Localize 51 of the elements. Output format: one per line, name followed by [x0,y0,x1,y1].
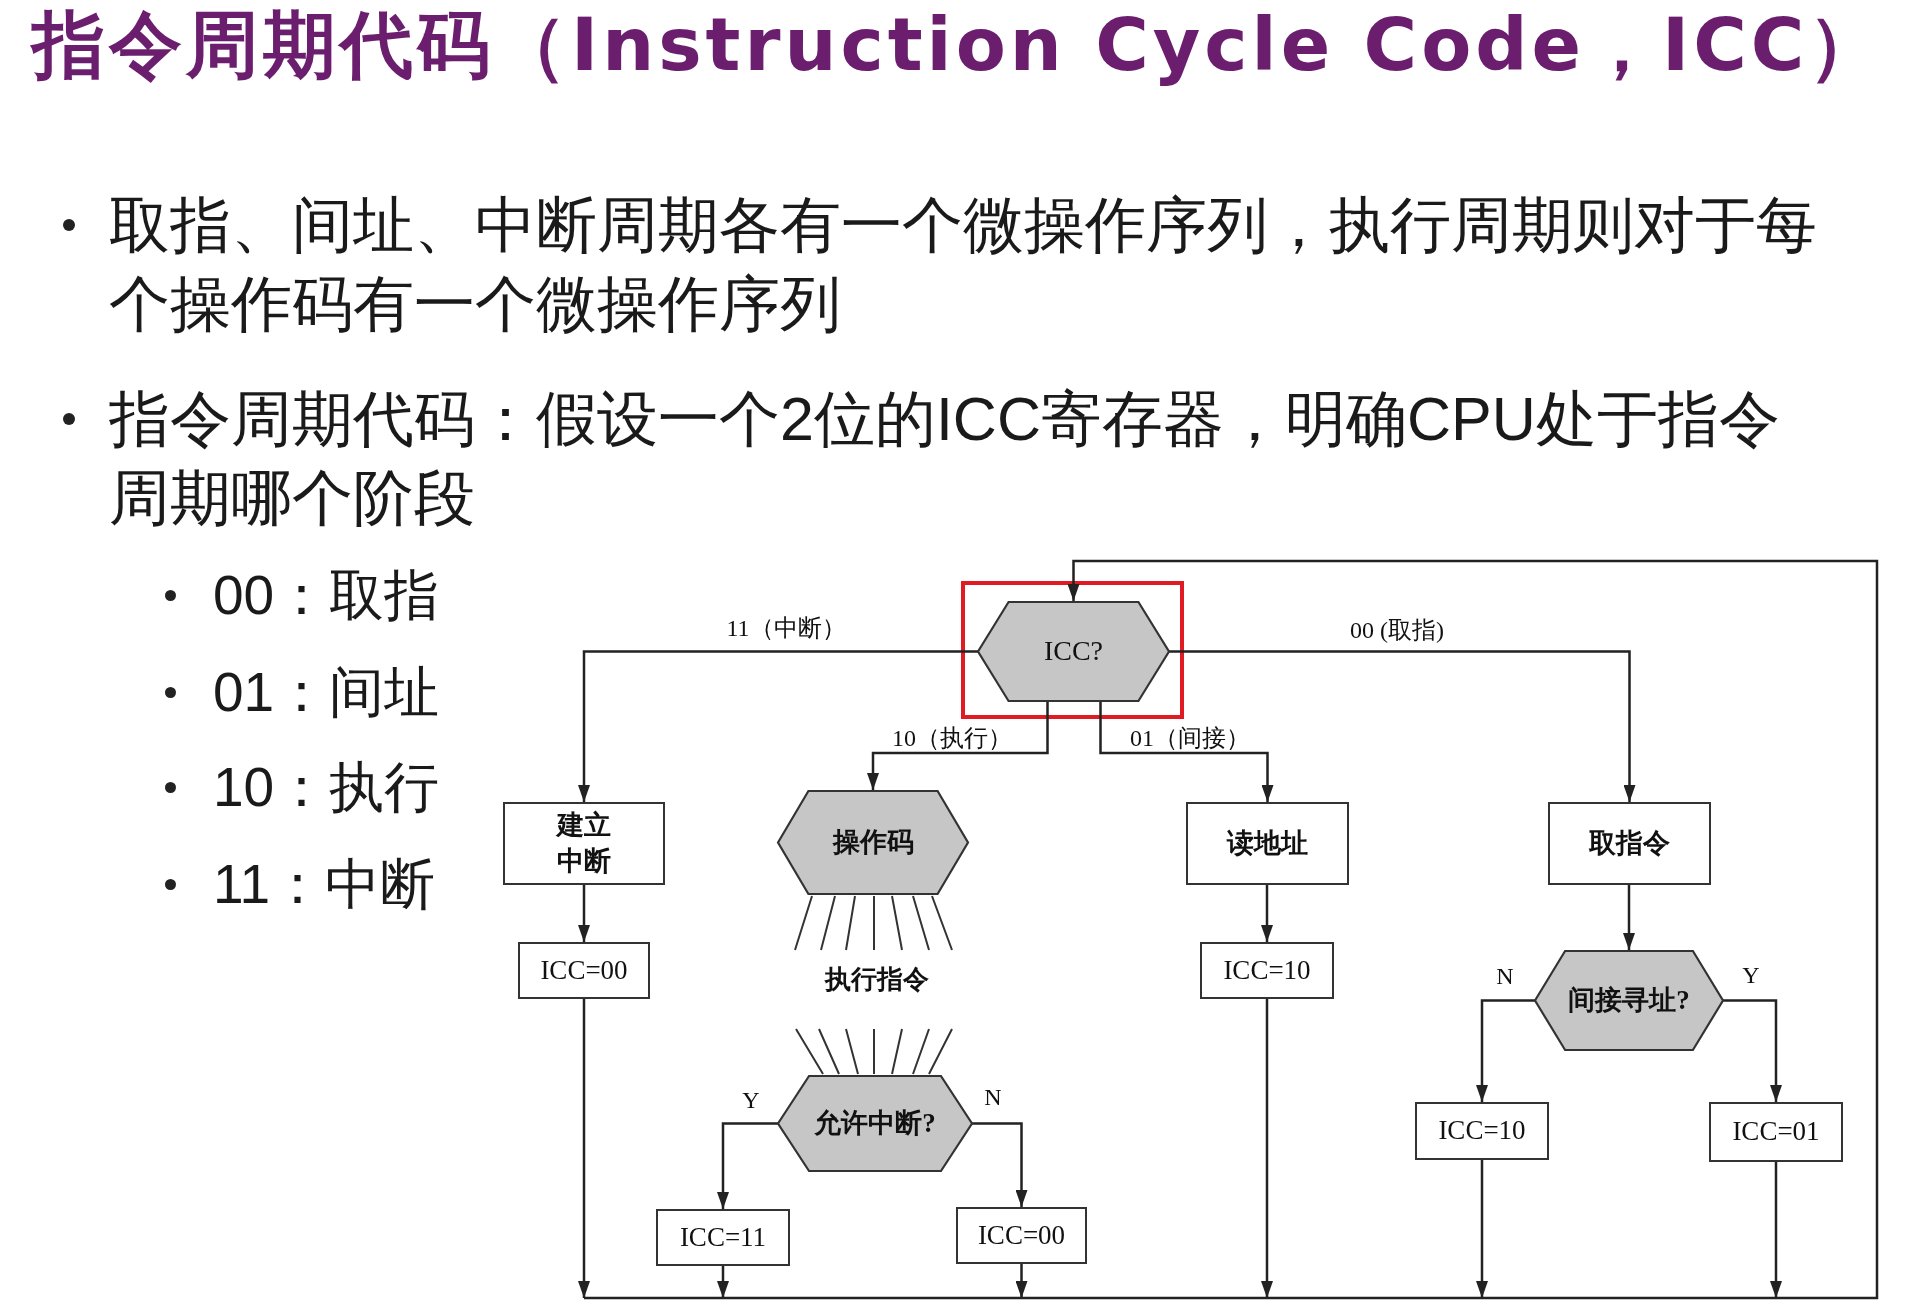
sub-bullet-text: 01：间址 [213,660,440,725]
node-label: 允许中断? [814,1106,936,1140]
connector-arrow [578,999,590,1298]
connector-arrow [1261,999,1273,1298]
node-label: 取指令 [1589,826,1670,860]
bullet-text: 指令周期代码：假设一个2位的ICC寄存器，明确CPU处于指令周期哪个阶段 [109,384,1781,534]
sub-bullet-text: 11：中断 [213,852,436,917]
connector-arrow [717,1122,778,1209]
bullet-text: 取指、间址、中断周期各有一个微操作序列，执行周期则对于每个操作码有一个微操作序列 [109,190,1818,340]
node-label: ICC=10 [1438,1114,1526,1148]
connector-arrow [1770,1162,1782,1298]
connector-arrow [578,885,590,942]
node-label: ICC=00 [977,1218,1066,1252]
connector-arrow [1099,702,1274,802]
node-label: ICC? [1043,634,1104,669]
connector-arrow [1261,885,1273,942]
connector-arrow [578,650,978,802]
node-label: ICC=00 [540,953,628,987]
connector-arrow [1623,885,1635,950]
process-box [1200,942,1334,999]
process-box [656,1209,790,1266]
edge-label: 00 (取指) [1348,617,1446,643]
process-box [1186,802,1349,885]
process-box [1709,1102,1843,1162]
connector-arrow [1476,999,1535,1102]
process-box [1548,802,1711,885]
node-label: ICC=01 [1732,1115,1820,1149]
connector-arrow [972,1122,1028,1207]
connector-arrow [867,702,1049,790]
step-caption: 执行指令 [825,964,929,996]
node-label: ICC=10 [1223,953,1311,987]
connector-arrow [1169,650,1636,802]
node-label: ICC=11 [679,1220,767,1254]
connector-arrow [1723,999,1782,1102]
node-label: 操作码 [832,825,914,859]
connector-arrow [1015,1264,1028,1298]
process-box [1415,1102,1549,1160]
node-label: 间接寻址? [1568,983,1690,1017]
connector-arrow [1476,1160,1488,1298]
node-label: 建立中断 [555,809,612,878]
process-box [956,1207,1087,1264]
slide-title: 指令周期代码（Instruction Cycle Code，ICC） [32,3,1886,87]
decision-hexagon [778,1075,972,1172]
process-box [503,802,665,885]
sub-bullet-text: 00：取指 [213,563,440,628]
process-box [518,942,650,999]
decision-hexagon [978,601,1169,702]
sub-bullet-text: 10：执行 [213,755,440,820]
hexagon-step [778,790,968,895]
node-label: 读地址 [1227,826,1308,860]
decision-hexagon [1535,950,1723,1051]
